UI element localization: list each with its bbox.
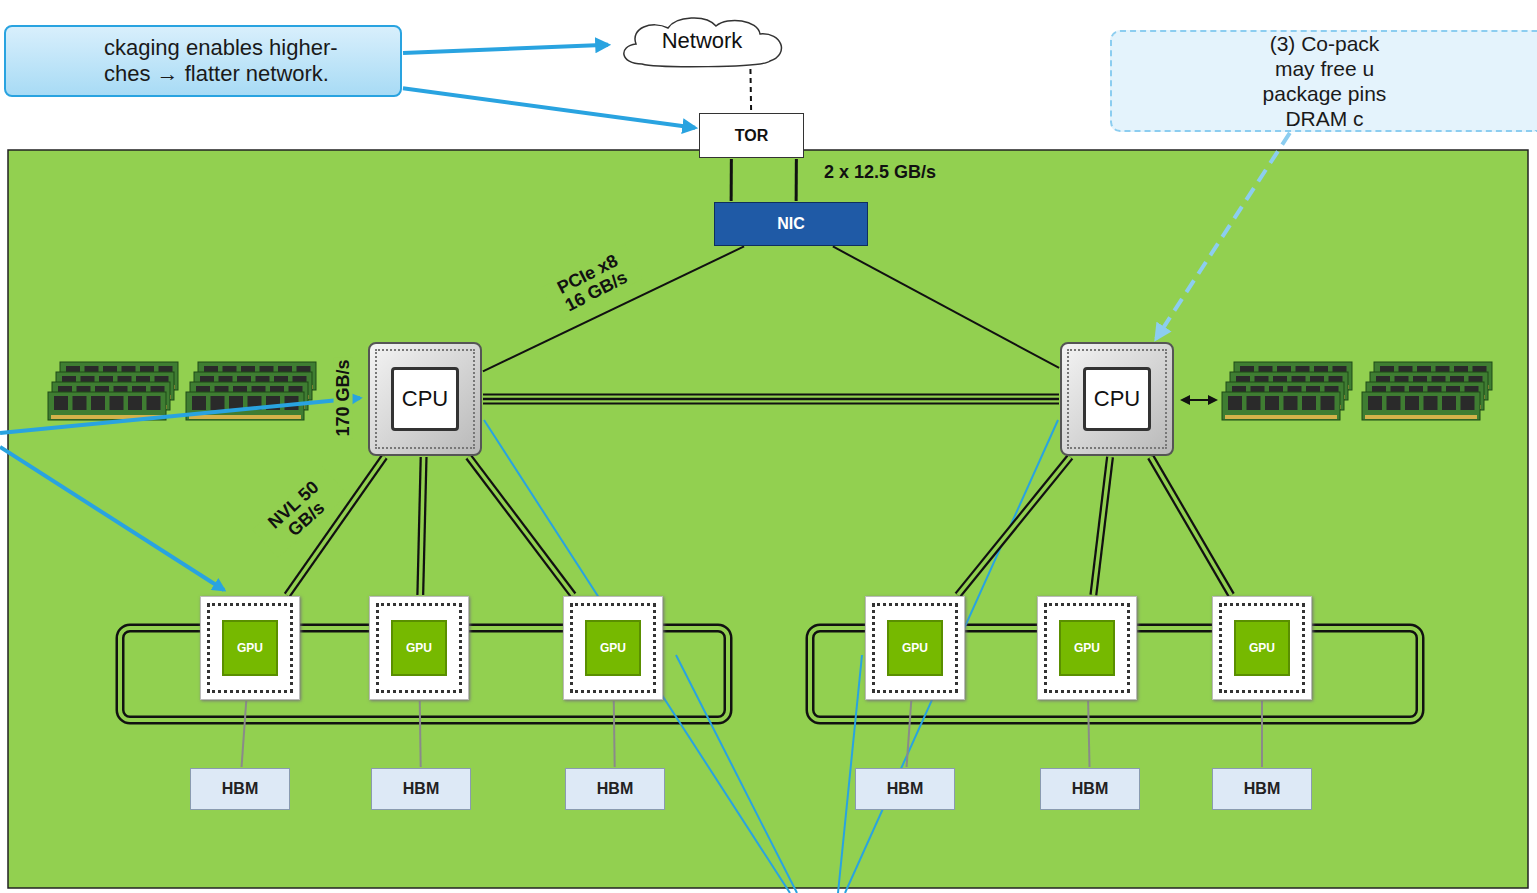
connector: [833, 246, 1059, 367]
connector: [795, 159, 798, 201]
node-text: NIC: [777, 215, 805, 233]
connector: [1093, 457, 1110, 595]
connector: [749, 69, 752, 112]
connector-group: [1156, 133, 1290, 339]
node-text: ckaging enables higher- ches → flatter n…: [104, 35, 386, 88]
connector-group: [1151, 457, 1232, 595]
node-text: HBM: [887, 780, 923, 798]
server-board: [8, 150, 1528, 888]
connector-group: [750, 69, 752, 112]
connector: [403, 45, 608, 53]
callout-box: ckaging enables higher- ches → flatter n…: [4, 25, 402, 97]
leader-line: [0, 398, 1058, 893]
node-text: HBM: [222, 780, 258, 798]
connector-group: [403, 88, 695, 128]
node-text: GPU: [585, 620, 641, 676]
node-text: GPU: [391, 620, 447, 676]
node-text: HBM: [1072, 780, 1108, 798]
connector: [1261, 701, 1263, 767]
connector: [1151, 457, 1232, 595]
node-text: HBM: [403, 780, 439, 798]
hbm-box: HBM: [190, 768, 290, 810]
cpu-chip: CPU: [1060, 342, 1174, 456]
bandwidth-label: NVL 50 GB/s: [252, 467, 347, 558]
connector-group: [242, 701, 247, 767]
connector: [958, 457, 1070, 595]
connector: [613, 701, 616, 767]
connector: [483, 396, 1059, 403]
node-text: HBM: [1244, 780, 1280, 798]
connector: [1088, 701, 1089, 767]
gpu-chip: GPU: [1037, 596, 1137, 700]
connector: [958, 457, 1070, 595]
connector: [1156, 133, 1290, 339]
connector-group: [796, 159, 797, 201]
hbm-box: HBM: [1040, 768, 1140, 810]
callout-box: (3) Co-pack may free u package pins DRAM…: [1110, 30, 1537, 132]
connector-group: [907, 701, 912, 767]
hbm-box: HBM: [371, 768, 471, 810]
connector-group: [1093, 457, 1110, 595]
connector-group: [833, 246, 1059, 367]
connector-group: [419, 701, 421, 767]
connector: [403, 88, 695, 128]
dram-modules: [48, 362, 1492, 420]
connector: [420, 457, 423, 595]
node-text: TOR: [735, 127, 768, 145]
bandwidth-label: PCIe x8 16 GB/s: [542, 245, 643, 321]
connector: [730, 159, 733, 201]
connector-group: [483, 399, 1059, 400]
gpu-chip: GPU: [200, 596, 300, 700]
node-text: (3) Co-pack may free u package pins DRAM…: [1250, 31, 1400, 132]
connector: [242, 701, 247, 767]
connector-group: [403, 45, 608, 53]
connector: [483, 394, 1059, 405]
node-text: CPU: [1083, 367, 1151, 431]
connector-group: [1088, 701, 1089, 767]
gpu-chip: GPU: [563, 596, 663, 700]
nic-box: NIC: [714, 202, 868, 246]
connector-group: [469, 457, 573, 595]
connector: [469, 457, 573, 595]
node-text: GPU: [887, 620, 943, 676]
hbm-box: HBM: [1212, 768, 1312, 810]
connector: [907, 701, 912, 767]
node-text: CPU: [391, 367, 459, 431]
bandwidth-label: 2 x 12.5 GB/s: [822, 163, 938, 182]
node-text: GPU: [1059, 620, 1115, 676]
gpu-chip: GPU: [865, 596, 965, 700]
node-text: GPU: [222, 620, 278, 676]
connector-group: [613, 701, 615, 767]
connector: [469, 457, 573, 595]
node-text: GPU: [1234, 620, 1290, 676]
node-text: HBM: [597, 780, 633, 798]
node-text: Network: [662, 28, 743, 54]
connector: [1151, 457, 1232, 595]
connector-group: [420, 457, 423, 595]
connector: [483, 398, 1059, 401]
bandwidth-label: 170 GB/s: [334, 357, 353, 438]
connector-group: [1262, 701, 1263, 767]
connector: [1093, 457, 1110, 595]
gpu-chip: GPU: [1212, 596, 1312, 700]
switch-box: TOR: [699, 113, 804, 158]
connector: [420, 457, 423, 595]
connector-group: [731, 159, 732, 201]
hbm-box: HBM: [855, 768, 955, 810]
cpu-chip: CPU: [368, 342, 482, 456]
gpu-chip: GPU: [369, 596, 469, 700]
connector-group: [958, 457, 1070, 595]
hbm-box: HBM: [565, 768, 665, 810]
dram-link: [1182, 399, 1216, 401]
network-cloud: Network: [612, 14, 792, 68]
connector: [419, 701, 422, 767]
